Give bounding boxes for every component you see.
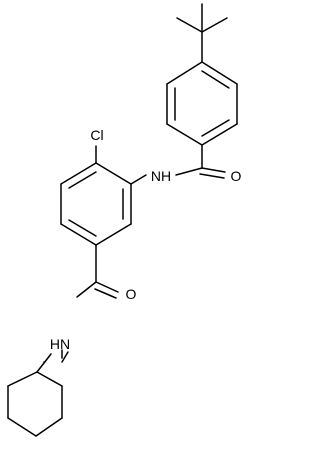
cyclohexyl-bond-c [35, 417, 63, 437]
cyclohexyl-bond-d [7, 417, 37, 437]
ring2-inner-double-2 [68, 219, 97, 237]
hn-to-cyclohexyl [36, 353, 52, 373]
cyclohexyl-ring [7, 353, 63, 437]
ring1-bond-f [166, 61, 203, 85]
carbonyl-nh-bond-lower [76, 281, 97, 298]
ring2-bond-a [95, 162, 132, 185]
hn-bottom-label: HN [50, 336, 70, 352]
cyclohexyl-bond-f [7, 371, 38, 387]
nh-ring-bond [130, 174, 147, 185]
middle-benzene-ring [60, 162, 132, 246]
methyl-bond-right [201, 17, 228, 33]
ring1-bond-a [201, 61, 238, 85]
oxygen-bottom-label: O [126, 286, 137, 302]
upper-benzene-ring [166, 61, 238, 146]
oxygen-top-label: O [231, 168, 242, 184]
nh-top-label: NH [151, 168, 171, 184]
methyl-bond-left [176, 17, 203, 33]
structure-canvas: O NH Cl O HN [0, 0, 245, 462]
ring2-bond-f [60, 162, 97, 185]
carbonyl-o-bond-2 [199, 173, 225, 179]
canvas-background [0, 0, 245, 462]
ring2-inner-double-3 [68, 171, 97, 189]
carbonyl-o-bond-lower-1 [95, 281, 119, 293]
chemical-structure-diagram: O NH Cl O HN [0, 0, 245, 462]
ring1-inner-double-2 [201, 119, 230, 137]
nh-cyclohexyl-bond-2 [61, 351, 69, 363]
carbonyl-nh-bond [175, 167, 203, 176]
ring1-bond-c [201, 123, 238, 146]
chlorine-label: Cl [90, 127, 103, 143]
lower-amide-group [61, 244, 119, 363]
cyclohexyl-bond-a [36, 371, 63, 387]
upper-amide-group [130, 144, 226, 185]
ring2-bond-d [60, 223, 97, 246]
ring1-bond-d [166, 123, 203, 146]
ring2-bond-c [95, 223, 132, 246]
carbonyl-o-bond-1 [201, 167, 226, 173]
carbonyl-o-bond-lower-2 [94, 288, 117, 299]
ring1-inner-double-1 [201, 70, 230, 89]
tert-butyl-group [176, 3, 228, 63]
